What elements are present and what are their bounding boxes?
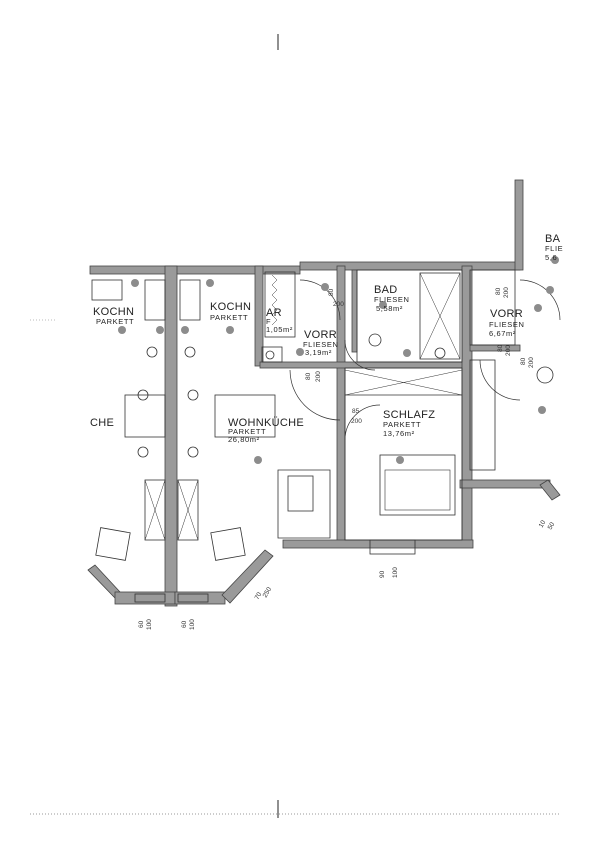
room-kochn-mid-floor: PARKETT (210, 313, 248, 322)
door-3-height: 200 (351, 418, 362, 425)
room-schlafz-area: 13,76m² (383, 429, 415, 438)
door-5-height: 200 (528, 357, 535, 368)
room-vorr-right-floor: FLIESEN (489, 320, 524, 329)
room-ba-right-floor: FLIE (545, 244, 563, 253)
door-2-width: 80 (305, 372, 312, 380)
room-ba-right-name: BA (545, 233, 561, 245)
door-3-width: 85 (352, 408, 360, 415)
room-ar-name: AR (266, 307, 282, 319)
window-1-width: 60 (138, 620, 145, 628)
fixtures (118, 256, 559, 464)
window-5-width: 10 (538, 519, 548, 529)
window-4-width: 90 (379, 570, 386, 578)
room-labels: KOCHN PARKETT KOCHN PARKETT AR F 1,05m² … (90, 233, 563, 444)
window-6-width: 80 (497, 344, 504, 352)
room-vorr-right-name: VORR (490, 308, 523, 320)
door-2-height: 200 (315, 371, 322, 382)
room-schlafz-floor: PARKETT (383, 420, 421, 429)
room-bad-floor: FLIESEN (374, 295, 409, 304)
door-4-width: 80 (495, 287, 502, 295)
room-che-left-name: CHE (90, 417, 114, 429)
door-4-height: 200 (503, 287, 510, 298)
door-1-width: 80 (328, 288, 335, 296)
room-vorr-small-area: 3,19m² (305, 348, 332, 357)
door-5-width: 80 (520, 357, 527, 365)
room-ar-floor: F (266, 317, 271, 326)
room-bad-name: BAD (374, 284, 398, 296)
registration-marks (30, 34, 560, 818)
window-2-height: 100 (189, 619, 196, 630)
room-kochn-mid-name: KOCHN (210, 301, 251, 313)
window-1-height: 100 (146, 619, 153, 630)
room-wohnkueche-area: 26,80m² (228, 435, 260, 444)
room-bad-area: 5,58m² (376, 304, 403, 313)
room-ar-area: 1,05m² (266, 325, 293, 334)
door-dimensions: 80 200 80 200 85 200 80 200 80 200 (305, 287, 535, 425)
window-3-height: 250 (262, 586, 274, 599)
walls (87, 179, 561, 607)
room-vorr-right-area: 6,67m² (489, 329, 516, 338)
room-vorr-small-name: VORR (304, 329, 337, 341)
room-schlafz-name: SCHLAFZ (383, 409, 435, 421)
room-wohnkueche-floor: PARKETT (228, 427, 266, 436)
room-vorr-small-floor: FLIESEN (303, 340, 338, 349)
room-kochn-left-name: KOCHN (93, 306, 134, 318)
room-outlines (91, 269, 516, 603)
window-3-width: 70 (254, 591, 264, 601)
window-6-height: 200 (505, 345, 512, 356)
window-dimensions: 60 100 60 100 70 250 90 100 10 50 80 200 (138, 344, 557, 630)
switch-symbols (137, 333, 554, 458)
room-wohnkueche-name: WOHNKÜCHE (228, 417, 304, 429)
room-ba-right-area: 5,6 (545, 253, 557, 262)
door-1-height: 200 (333, 301, 344, 308)
window-4-height: 100 (392, 567, 399, 578)
window-5-height: 50 (547, 521, 557, 531)
window-2-width: 60 (181, 620, 188, 628)
room-kochn-left-floor: PARKETT (96, 317, 134, 326)
